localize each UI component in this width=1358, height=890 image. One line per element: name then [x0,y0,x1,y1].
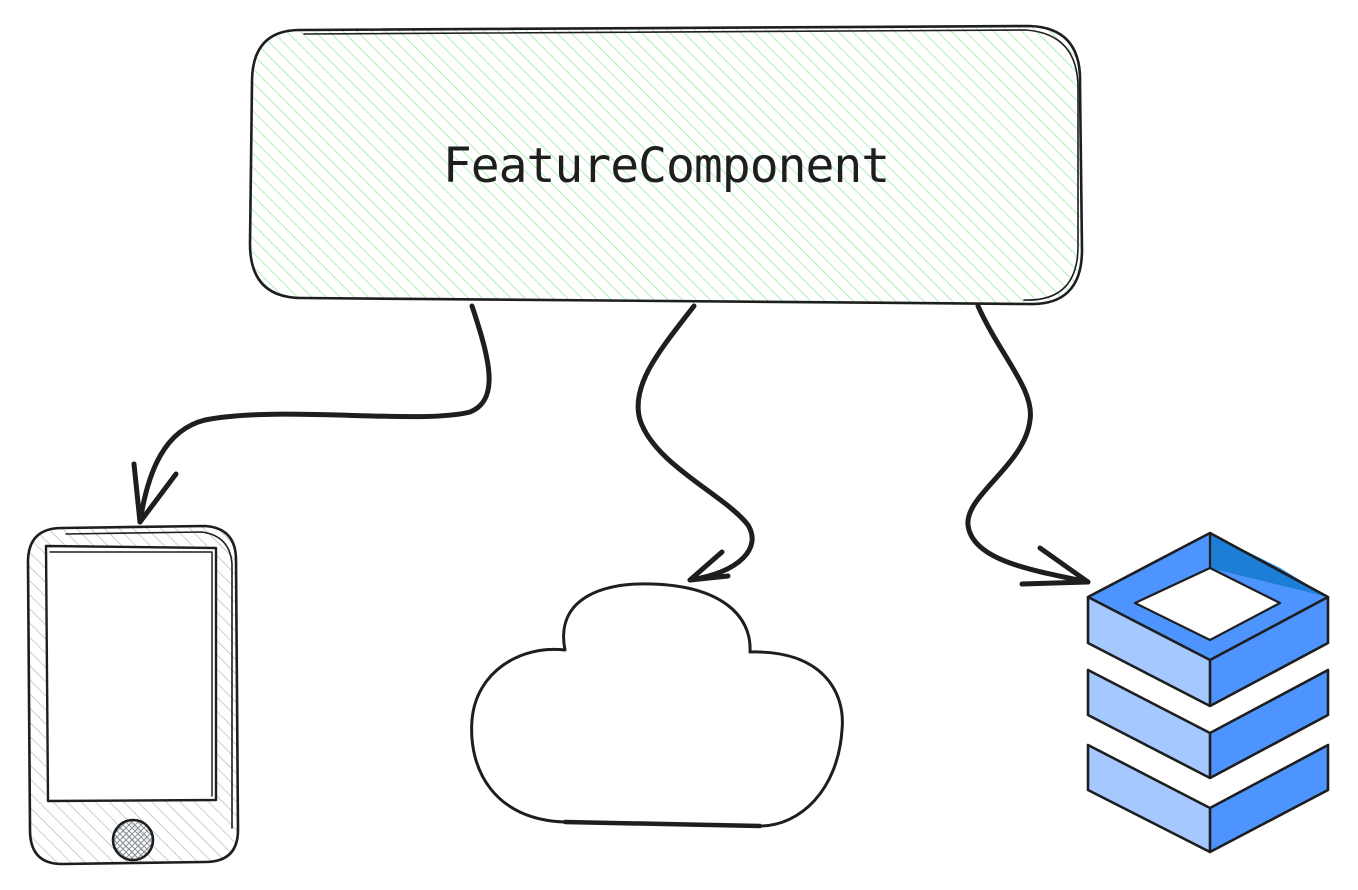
feature-component-label: FeatureComponent [443,138,889,194]
arrow-to-mobile [131,303,492,525]
arrow-to-database [965,303,1091,587]
feature-component-box[interactable]: FeatureComponent [248,24,1084,306]
smartphone-icon[interactable] [26,524,240,866]
arrow-to-cloud [635,303,755,583]
cloud-icon[interactable] [470,582,844,829]
database-layer-top [1086,531,1330,708]
database-stack-icon[interactable] [1086,531,1330,854]
